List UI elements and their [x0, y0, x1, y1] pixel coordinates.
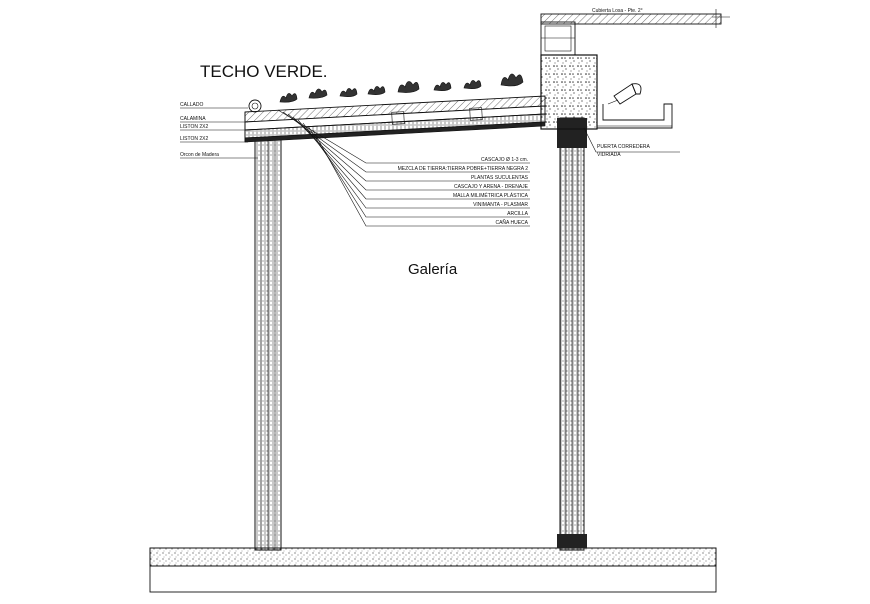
- layer-label-malla: MALLA MILIMÉTRICA PLÁSTICA: [453, 192, 529, 199]
- gutter-channel: [596, 103, 673, 129]
- right-label-door-2: VIDRIADA: [597, 152, 621, 158]
- left-label-liston-2: LISTON 2X2: [180, 136, 208, 142]
- left-label-calamina: CALAMINA: [180, 116, 206, 122]
- lamp-icon: [607, 83, 642, 105]
- top-note: Cubierta Losa - Pte. 2°: [592, 8, 643, 14]
- leader-lines: [180, 107, 680, 227]
- left-label-callado: CALLADO: [180, 102, 203, 108]
- right-post: [557, 117, 587, 551]
- layer-label-vinimanta: VINIMANTA - PLASMAR: [473, 202, 528, 208]
- ground-slab: [149, 547, 717, 593]
- drawing-title: TECHO VERDE.: [200, 62, 328, 81]
- layer-label-plantas: PLANTAS SUCULENTAS: [471, 175, 529, 181]
- plants-icon: [279, 73, 524, 103]
- left-label-liston-1: LISTON 2X2: [180, 124, 208, 130]
- layer-label-cascajo: CASCAJO Ø 1-3 cm.: [481, 157, 528, 163]
- right-label-door-1: PUERTA CORREDERA: [597, 144, 651, 150]
- layer-label-drenaje: CASCAJO Y ARENA - DRENAJE: [454, 184, 529, 190]
- roof-assembly: [244, 95, 546, 143]
- layer-label-arcilla: ARCILLA: [507, 211, 529, 217]
- concrete-beam: [540, 9, 730, 130]
- left-wood-post: [254, 139, 282, 551]
- room-label: Galería: [408, 261, 458, 278]
- layer-label-mezcla: MEZCLA DE TIERRA:TIERRA POBRE+TIERRA NEG…: [398, 166, 529, 172]
- layer-label-cana: CAÑA HUECA: [495, 219, 528, 226]
- left-label-orcon: Orcon de Madera: [180, 152, 219, 158]
